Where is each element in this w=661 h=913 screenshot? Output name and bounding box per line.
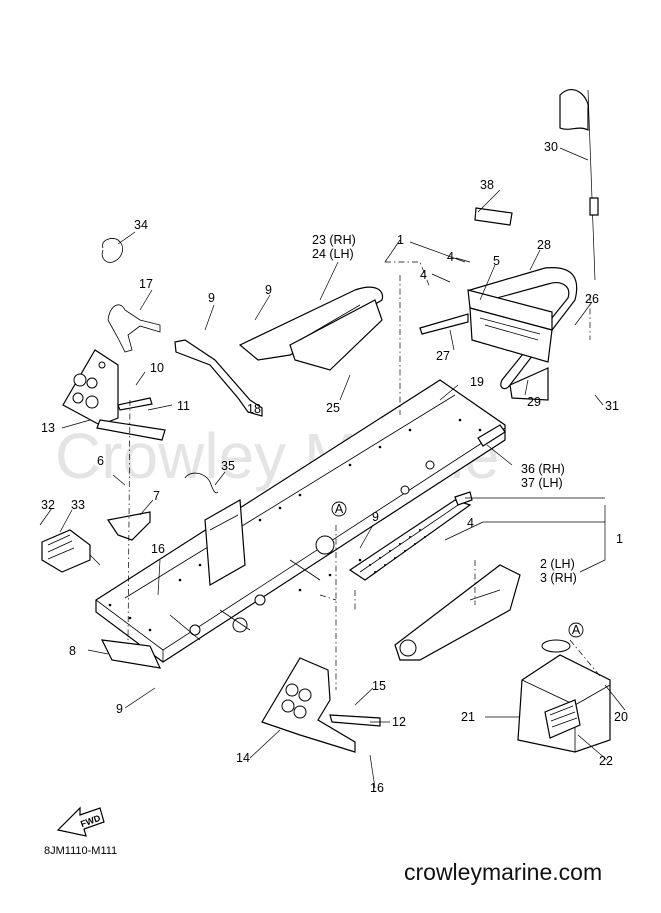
callout-3: 3 (RH) bbox=[540, 571, 577, 585]
callout-38: 38 bbox=[480, 178, 494, 192]
strap-18 bbox=[174, 339, 263, 417]
side-rail bbox=[348, 491, 473, 581]
ref-marker-cover: A bbox=[568, 622, 584, 638]
side-panel-23 bbox=[238, 286, 384, 371]
leader-lines bbox=[39, 147, 626, 789]
callout-35: 35 bbox=[221, 459, 235, 473]
callout-9: 9 bbox=[372, 510, 379, 524]
callout-13: 13 bbox=[41, 421, 55, 435]
callout-23: 23 (RH) bbox=[312, 233, 356, 247]
callout-4: 4 bbox=[420, 268, 427, 282]
callout-4: 4 bbox=[447, 250, 454, 264]
callout-22: 22 bbox=[599, 754, 613, 768]
callout-1: 1 bbox=[616, 532, 623, 546]
callout-30: 30 bbox=[544, 140, 558, 154]
callout-29: 29 bbox=[527, 395, 541, 409]
svg-text:A: A bbox=[572, 623, 581, 637]
callout-16: 16 bbox=[370, 781, 384, 795]
decal-38 bbox=[474, 207, 513, 226]
callout-31: 31 bbox=[605, 399, 619, 413]
callout-37: 37 (LH) bbox=[521, 476, 563, 490]
callout-24: 24 (LH) bbox=[312, 247, 354, 261]
callout-20: 20 bbox=[614, 710, 628, 724]
callout-26: 26 bbox=[585, 292, 599, 306]
bracket-11 bbox=[96, 419, 166, 441]
hose-17 bbox=[107, 304, 161, 353]
callout-9: 9 bbox=[116, 702, 123, 716]
callout-27: 27 bbox=[436, 349, 450, 363]
callout-6: 6 bbox=[97, 454, 104, 468]
side-bracket bbox=[394, 564, 521, 661]
callout-33: 33 bbox=[71, 498, 85, 512]
callout-14: 14 bbox=[236, 751, 250, 765]
callout-9: 9 bbox=[208, 291, 215, 305]
bracket-12 bbox=[329, 714, 381, 727]
callout-19: 19 bbox=[470, 375, 484, 389]
callout-7: 7 bbox=[153, 489, 160, 503]
callout-2: 2 (LH) bbox=[540, 557, 575, 571]
callout-15: 15 bbox=[372, 679, 386, 693]
website-link[interactable]: crowleymarine.com bbox=[404, 859, 602, 885]
callout-34: 34 bbox=[134, 218, 148, 232]
plate-14 bbox=[261, 657, 356, 753]
cover-21 bbox=[517, 639, 611, 753]
clamp-34 bbox=[101, 238, 123, 263]
callout-36: 36 (RH) bbox=[521, 462, 565, 476]
callout-4: 4 bbox=[467, 516, 474, 530]
callout-10: 10 bbox=[150, 361, 164, 375]
callout-8: 8 bbox=[69, 644, 76, 658]
callout-17: 17 bbox=[139, 277, 153, 291]
bracket-10 bbox=[117, 397, 153, 411]
dash-lines bbox=[127, 261, 601, 690]
fwd-arrow-icon: FWD bbox=[56, 806, 105, 837]
callout-labels: 34 17 9 9 23 (RH) 24 (LH) 1 4 4 5 28 38 … bbox=[41, 140, 628, 795]
regulator-33 bbox=[41, 529, 101, 573]
diagram-code: 8JM1110-M111 bbox=[44, 845, 117, 857]
callout-18: 18 bbox=[247, 402, 261, 416]
frame-rivets bbox=[108, 418, 482, 632]
flag-30 bbox=[559, 88, 599, 281]
main-frame bbox=[95, 379, 506, 663]
ref-marker-frame: A bbox=[331, 501, 347, 517]
callout-28: 28 bbox=[537, 238, 551, 252]
rear-bumper-assembly bbox=[419, 267, 578, 401]
callout-1: 1 bbox=[397, 233, 404, 247]
plate-13 bbox=[62, 349, 119, 426]
callout-5: 5 bbox=[493, 254, 500, 268]
callout-9: 9 bbox=[265, 283, 272, 297]
harness-35 bbox=[184, 472, 219, 494]
callout-12: 12 bbox=[392, 715, 406, 729]
callout-16: 16 bbox=[151, 542, 165, 556]
callout-21: 21 bbox=[461, 710, 475, 724]
callout-32: 32 bbox=[41, 498, 55, 512]
plate-8 bbox=[100, 639, 162, 669]
callout-11: 11 bbox=[177, 399, 190, 413]
frame-decal bbox=[477, 424, 506, 447]
svg-text:A: A bbox=[335, 502, 344, 516]
callout-25: 25 bbox=[326, 401, 340, 415]
